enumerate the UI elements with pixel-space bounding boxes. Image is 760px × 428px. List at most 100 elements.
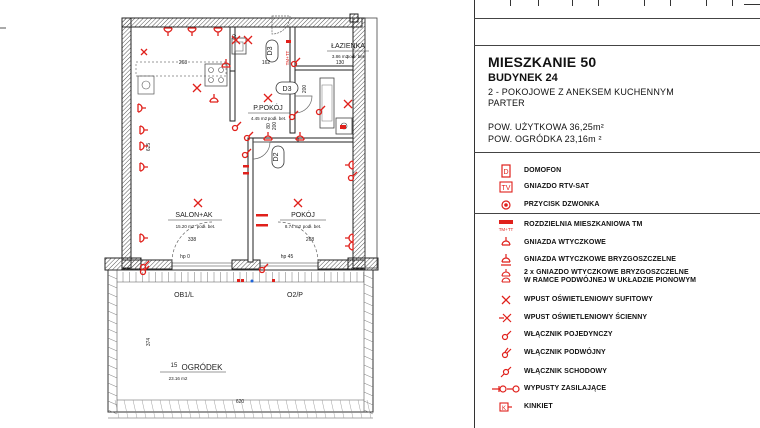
- legend-item: WŁĄCZNIK POJEDYNCZY: [488, 328, 613, 342]
- socket-icon: [139, 233, 148, 243]
- floor-plan: D3 D3 D2 263 162 130 338 268 625 374 620…: [0, 13, 379, 419]
- svg-text:TM+TT: TM+TT: [285, 50, 290, 65]
- door-label-2: D3: [283, 86, 292, 93]
- legend-label: DOMOFON: [524, 167, 562, 174]
- rtv-sat-socket-icon: TV: [488, 180, 524, 194]
- garden-area-text: POW. OGRÓDKA 23,16m ²: [488, 134, 602, 144]
- dim-salon-width: 338: [188, 237, 197, 243]
- legend-label: WŁĄCZNIK PODWÓJNY: [524, 349, 606, 356]
- legend-label: WŁĄCZNIK POJEDYNCZY: [524, 331, 613, 338]
- building-label: BUDYNEK 24: [488, 72, 558, 84]
- legend-label: WPUST OŚWIETLENIOWY ŚCIENNY: [524, 314, 648, 321]
- legend-label: WŁĄCZNIK SCHODOWY: [524, 368, 607, 375]
- socket-icon: [139, 125, 148, 135]
- room-name-living: SALON+AK: [175, 212, 212, 219]
- socket-icon: [221, 59, 231, 68]
- room-name-bedroom: POKÓJ: [291, 210, 315, 219]
- legend-item: GNIAZDA WTYCZKOWE: [488, 236, 606, 250]
- svg-text:K: K: [502, 406, 506, 412]
- dim-small-3: 80: [266, 123, 272, 129]
- socket-icon: [345, 233, 354, 243]
- legend-label: WYPUSTY ZASILAJĄCE: [524, 385, 607, 392]
- room-area-hall: 4.45 m2: [251, 116, 268, 121]
- staircase-switch-icon: [488, 365, 524, 379]
- dim-kitchen-width: 263: [179, 60, 188, 66]
- single-switch-icon: [243, 134, 251, 142]
- socket-icon: [163, 27, 173, 36]
- legend-item: WŁĄCZNIK PODWÓJNY: [488, 346, 606, 360]
- socket-icon: [213, 27, 223, 36]
- dim-hall-width: 162: [262, 60, 271, 66]
- socket-icon: [139, 141, 148, 151]
- window-label-1: OB1/L: [174, 292, 194, 299]
- room-area-bedroom: 8.74 m2: [285, 224, 302, 229]
- legend-item: D DOMOFON: [488, 164, 561, 178]
- svg-text:D: D: [503, 169, 508, 176]
- legend-panel: MIESZKANIE 50 BUDYNEK 24 2 - POKOJOWE Z …: [474, 0, 760, 428]
- doorbell-button-icon: [488, 198, 524, 212]
- socket-icon: [139, 162, 148, 172]
- ceiling-light-outlet-icon: [243, 35, 253, 45]
- room-name-garden: OGRÓDEK: [182, 363, 224, 372]
- room-name-hall: P.POKÓJ: [253, 103, 282, 112]
- ceiling-light-outlet-icon: [488, 293, 524, 307]
- dim-small-4: 200: [272, 122, 278, 131]
- single-switch-icon: [315, 108, 323, 116]
- svg-text:TV: TV: [502, 185, 511, 192]
- legend-item: WŁĄCZNIK SCHODOWY: [488, 365, 607, 379]
- room-floor-bathroom: podł. bet.: [347, 54, 366, 59]
- garden-area: [107, 269, 374, 419]
- hp-label-1: hp 0: [180, 254, 190, 260]
- legend-label: PRZYCISK DZWONKA: [524, 201, 600, 208]
- floor-level: PARTER: [488, 98, 525, 108]
- single-switch-icon: [290, 60, 298, 68]
- dim-room-width: 268: [306, 237, 315, 243]
- room-name-bathroom: ŁAZIENKA: [331, 43, 365, 50]
- door-label-1: D3: [267, 46, 274, 55]
- kinkiet-icon: K: [488, 400, 524, 414]
- socket-icon: [187, 27, 197, 36]
- distribution-box-icon: TM+TT: [488, 218, 524, 232]
- hp-label-2: hp 45: [281, 254, 294, 260]
- single-switch-icon: [258, 266, 266, 274]
- wall-light-outlet-icon: [488, 311, 524, 325]
- garden-number: 15: [171, 363, 178, 369]
- double-splashproof-socket-icon: [488, 269, 524, 284]
- room-floor-living: podł. bet.: [197, 224, 216, 229]
- socket-icon: [345, 241, 354, 251]
- dim-salon-depth: 625: [146, 143, 152, 152]
- ceiling-light-outlet-icon: [231, 35, 241, 45]
- double-switch-icon: [488, 346, 524, 360]
- legend-item: K KINKIET: [488, 400, 553, 414]
- wall-top: [121, 17, 363, 28]
- ceiling-light-outlet-icon: [343, 99, 353, 109]
- legend-label: WPUST OŚWIETLENIOWY SUFITOWY: [524, 296, 653, 303]
- legend-item: GNIAZDA WTYCZKOWE BRYZGOSZCZELNE: [488, 253, 676, 267]
- room-area-bathroom: 3.86 m2: [332, 54, 349, 59]
- legend-label: ROZDZIELNIA MIESZKANIOWA TM: [524, 221, 643, 228]
- socket-icon: [295, 132, 305, 141]
- legend-item: WPUST OŚWIETLENIOWY ŚCIENNY: [488, 311, 647, 325]
- legend-label: GNIAZDA WTYCZKOWE BRYZGOSZCZELNE: [524, 256, 677, 263]
- single-switch-icon: [231, 124, 239, 132]
- legend-item: WYPUSTY ZASILAJĄCE: [488, 382, 606, 396]
- ceiling-light-outlet-icon: [263, 93, 273, 103]
- legend-item: PRZYCISK DZWONKA: [488, 198, 600, 212]
- window-label-2: O2/P: [287, 292, 303, 299]
- door-label-3: D2: [273, 152, 280, 161]
- apartment-type: 2 - POKOJOWE Z ANEKSEM KUCHENNYM: [488, 87, 674, 97]
- single-switch-icon: [288, 113, 296, 121]
- apartment-title: MIESZKANIE 50: [488, 54, 597, 70]
- dim-garden-depth: 374: [146, 338, 152, 347]
- socket-icon: [209, 94, 219, 103]
- socket-icon: [263, 132, 273, 141]
- single-switch-icon: [241, 151, 249, 159]
- legend-label-line2: W RAMCE PODWÓJNEJ W UKŁADZIE PIONOWYM: [524, 277, 697, 284]
- legend-label: KINKIET: [524, 403, 553, 410]
- ceiling-light-outlet-icon: [192, 83, 202, 93]
- dim-bath-width: 130: [336, 60, 345, 66]
- splashproof-socket-icon: [488, 253, 524, 267]
